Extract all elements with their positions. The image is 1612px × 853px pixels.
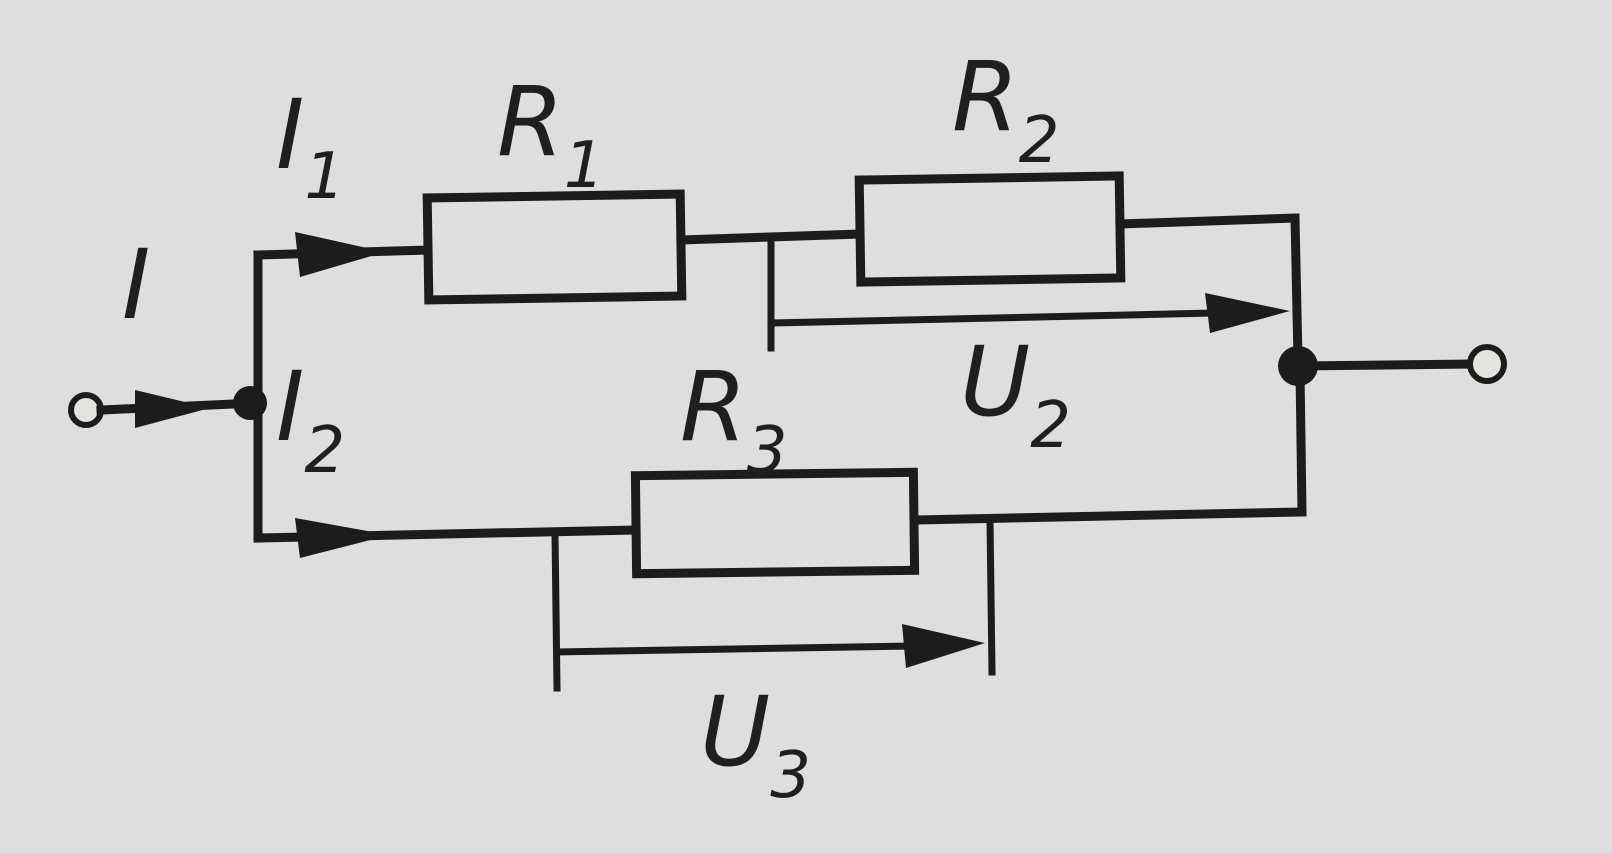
resistor-R1 [422,189,687,305]
voltage-U3-arrow [902,624,985,668]
r2-to-right-wire [1115,213,1303,365]
u3-marker-tick-left [551,530,561,692]
current-I-arrow [135,390,210,428]
u3-marker-tick-right [986,516,996,676]
label-I1: I1 [276,79,345,214]
current-I2-arrow [295,518,390,558]
resistor-R3 [630,467,920,579]
label-R2: R2 [952,41,1059,178]
label-I2: I2 [276,351,345,488]
resistor-R2 [854,171,1126,287]
label-U2: U2 [960,326,1071,463]
label-R1: R1 [497,66,604,203]
u2-marker-line [767,309,1219,327]
output-lead [1295,359,1475,371]
u3-marker-line [553,642,914,656]
voltage-U2-arrow [1205,293,1290,333]
output-terminal [1467,344,1507,384]
right-lower-wire [910,365,1307,525]
label-R3: R3 [680,351,787,488]
current-I1-arrow [295,232,385,277]
label-U3: U3 [700,676,811,813]
label-I: I [122,229,150,341]
r1-r2-wire [676,229,865,245]
